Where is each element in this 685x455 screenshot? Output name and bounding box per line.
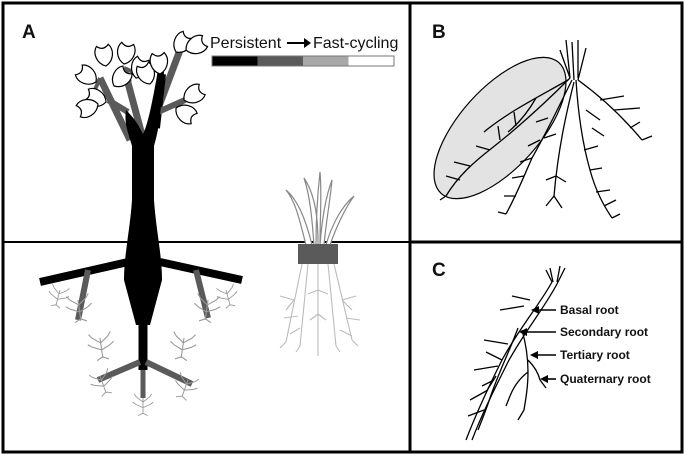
panel-b-letter: B (432, 22, 446, 43)
basal-root (465, 281, 559, 441)
legend-arrow-icon (287, 38, 311, 48)
secondary-root (477, 327, 519, 431)
fine-rootlets (44, 283, 72, 311)
panel-b: B (408, 1, 684, 244)
basal-root-black (39, 258, 129, 286)
leaf (93, 43, 116, 69)
tree-root-system (39, 258, 243, 417)
grass-leaf (285, 171, 355, 246)
basal-root-black (159, 258, 243, 284)
tree-shoot (73, 29, 210, 325)
legend-swatch (212, 56, 258, 66)
legend-swatch (257, 56, 303, 66)
secondary-root-gray (96, 359, 142, 383)
legend-end-label: Fast-cycling (313, 35, 398, 52)
tree-branch (96, 76, 134, 142)
grass-fibrous-roots (279, 263, 361, 356)
fine-rootlets (85, 330, 117, 363)
panel-a-frame (1, 1, 412, 454)
tertiary-root-label: Tertiary root (560, 348, 630, 362)
grass-crown (298, 244, 338, 264)
legend-color-bar (211, 55, 395, 67)
panel-a-letter: A (22, 22, 36, 43)
fine-rootlets (214, 283, 242, 311)
grass-plant (279, 171, 361, 356)
root-cluster-highlight (433, 56, 567, 200)
root-cluster (439, 39, 653, 219)
tree-branch (106, 97, 130, 115)
legend-swatch (348, 56, 394, 66)
legend-swatch (303, 56, 349, 66)
legend-start-label: Persistent (210, 35, 282, 52)
quaternary-root (509, 359, 541, 397)
tree-branch (156, 97, 187, 115)
lateral-rootlets (467, 295, 547, 421)
panel-c-letter: C (432, 260, 446, 281)
tree-trunk (124, 70, 164, 325)
fine-rootlets (167, 330, 199, 363)
panel-c: C Basal root Secondary root Tertiary roo… (408, 240, 684, 454)
root-label-arrows (519, 306, 556, 383)
basal-root-label: Basal root (560, 303, 619, 317)
root-hierarchy-drawing (465, 265, 566, 441)
panel-a: A Persistent Fast-cycling (1, 1, 412, 454)
persistence-legend: Persistent Fast-cycling (210, 35, 398, 67)
legend-bar-outline (211, 55, 395, 67)
secondary-root-gray (144, 359, 194, 387)
panel-c-frame (408, 240, 684, 454)
root-base (545, 265, 566, 283)
secondary-root-gray (193, 269, 211, 319)
tertiary-root (521, 329, 529, 411)
fine-rootlets (191, 292, 223, 325)
quaternary-root-label: Quaternary root (560, 372, 651, 386)
secondary-root-label: Secondary root (560, 325, 648, 339)
